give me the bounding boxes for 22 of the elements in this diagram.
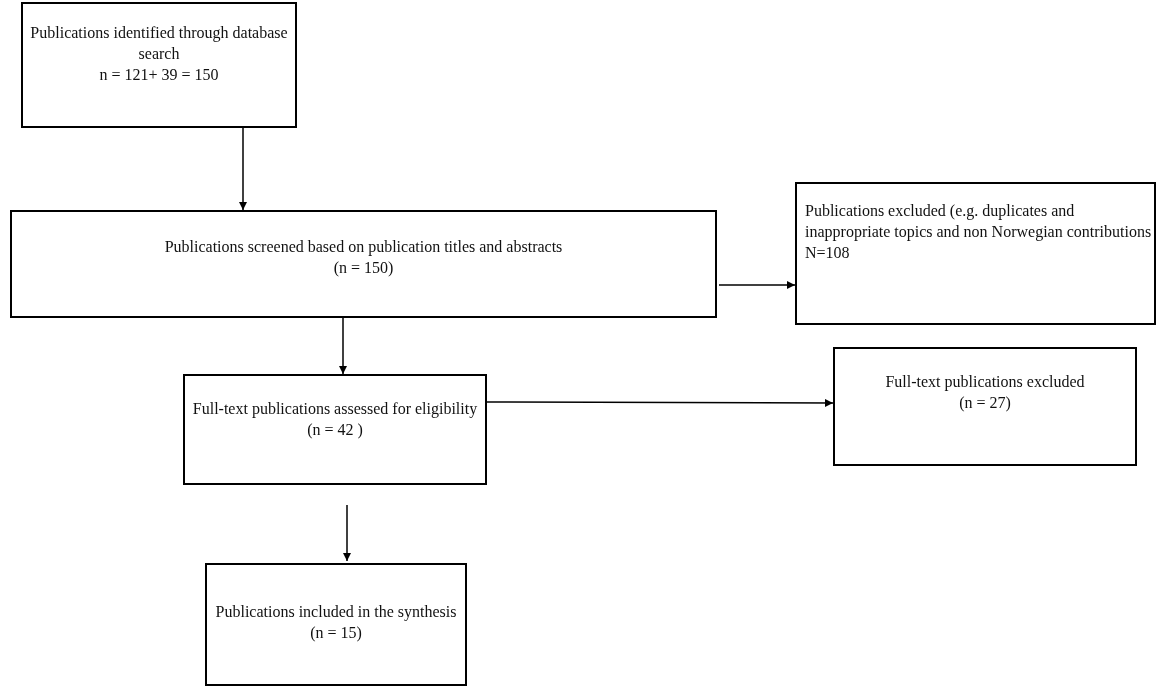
- box-text: (n = 27): [959, 393, 1011, 413]
- box-text: Full-text publications assessed for eligibility: [192, 399, 478, 419]
- process-box: [10, 210, 717, 318]
- arrow: [239, 127, 247, 211]
- process-box: [183, 374, 487, 485]
- arrow: [718, 281, 796, 289]
- box-text: (n = 150): [333, 258, 394, 278]
- box-text: (n = 15): [310, 623, 362, 643]
- process-box: [21, 2, 297, 128]
- process-box: [833, 347, 1137, 466]
- box-text: n = 121+ 39 = 150: [99, 65, 219, 85]
- box-text: Publications included in the synthesis: [215, 602, 457, 622]
- box-text: (n = 42 ): [307, 420, 363, 440]
- arrow: [486, 399, 834, 407]
- arrow: [339, 317, 347, 375]
- arrow: [343, 504, 351, 562]
- box-text: Publications excluded (e.g. duplicates and inappropriate topics and non Norwegian contributions: [805, 201, 1153, 242]
- box-text: N=108: [805, 243, 850, 263]
- box-text: Full-text publications excluded: [885, 372, 1085, 392]
- box-text: Publications screened based on publication titles and abstracts: [164, 237, 563, 257]
- process-box: [205, 563, 467, 686]
- process-box: [795, 182, 1156, 325]
